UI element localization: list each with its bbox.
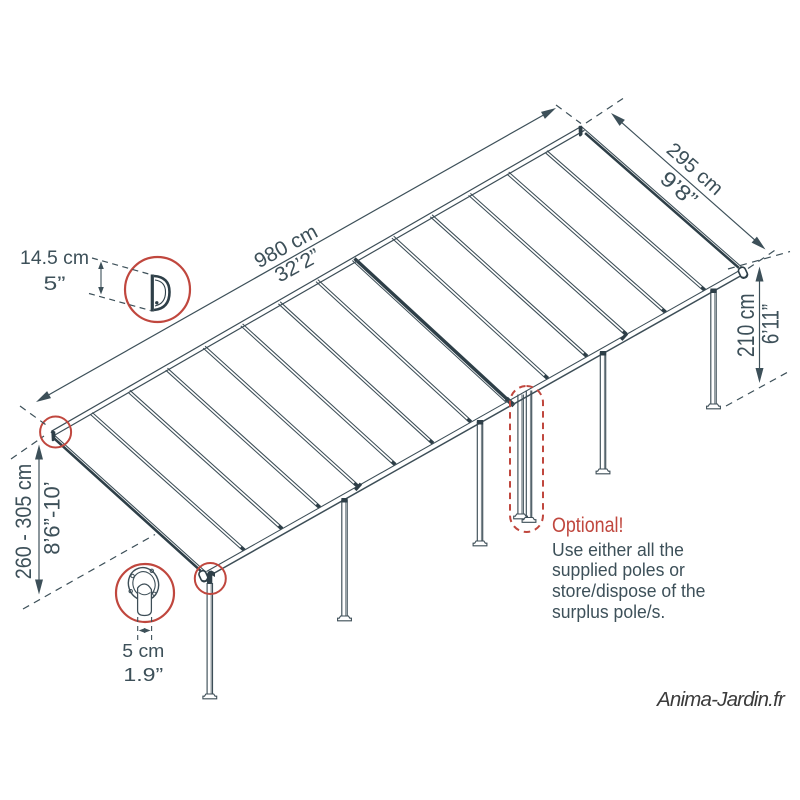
svg-text:210 cm: 210 cm [732, 293, 759, 357]
svg-text:1.9”: 1.9” [123, 665, 163, 685]
svg-text:6’11”: 6’11” [757, 304, 784, 344]
svg-text:8’6”-10’: 8’6”-10’ [40, 481, 65, 554]
svg-text:260 - 305 cm: 260 - 305 cm [12, 464, 36, 579]
svg-text:5 cm: 5 cm [122, 641, 164, 661]
svg-text:5”: 5” [44, 273, 66, 295]
svg-text:14.5 cm: 14.5 cm [20, 248, 89, 269]
